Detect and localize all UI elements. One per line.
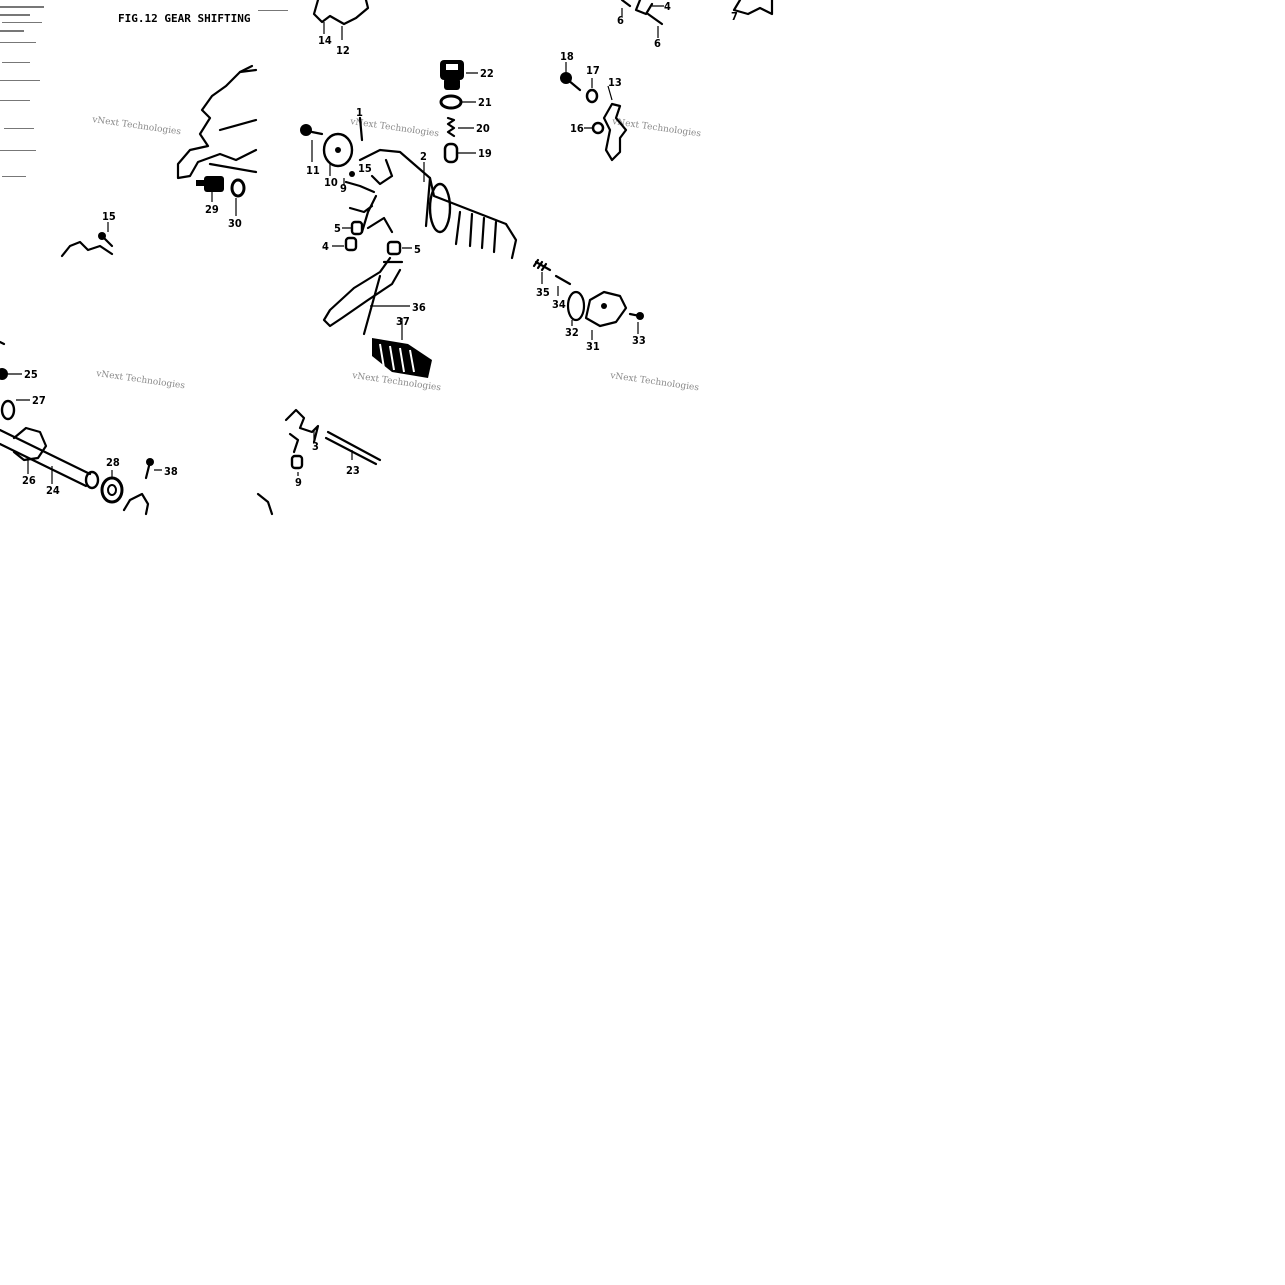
callout-5-right: 5 xyxy=(414,243,421,256)
leaders-3-23 xyxy=(297,430,353,476)
screw-11 xyxy=(300,124,324,136)
leaders-31-35 xyxy=(541,272,639,340)
callout-6-right: 6 xyxy=(654,37,661,50)
spring-20 xyxy=(446,116,456,138)
callout-7: 7 xyxy=(731,10,738,23)
callout-18: 18 xyxy=(560,50,574,63)
callout-14: 14 xyxy=(318,34,332,47)
callout-32: 32 xyxy=(565,326,579,339)
shift-cam-top-fragment xyxy=(312,0,370,40)
callout-13: 13 xyxy=(608,76,622,89)
callout-17: 17 xyxy=(586,64,600,77)
leaders-bottom-left xyxy=(8,373,162,484)
bolt-38 xyxy=(144,458,154,480)
shift-fork-26 xyxy=(12,426,48,462)
stopper-13 xyxy=(602,102,628,162)
callout-3: 3 xyxy=(312,440,319,453)
washer-27 xyxy=(0,399,16,421)
callout-29: 29 xyxy=(205,203,219,216)
callout-4: 4 xyxy=(322,240,329,253)
callout-20: 20 xyxy=(476,122,490,135)
callout-30: 30 xyxy=(228,217,242,230)
bolt-29 xyxy=(196,176,224,192)
leaders-13-18 xyxy=(565,62,613,129)
callout-15-right: 15 xyxy=(358,162,372,175)
callout-27: 27 xyxy=(32,394,46,407)
shift-arm-gear-37 xyxy=(372,338,432,378)
gasket-21 xyxy=(439,94,463,110)
callout-4-top: 4 xyxy=(664,0,671,13)
callout-22: 22 xyxy=(480,67,494,80)
callout-16: 16 xyxy=(570,122,584,135)
callout-31: 31 xyxy=(586,340,600,353)
callout-5-left: 5 xyxy=(334,222,341,235)
leaders-36-37 xyxy=(370,305,410,340)
oil-seal-28 xyxy=(100,476,124,504)
callout-1: 1 xyxy=(356,106,363,119)
pin-9-upper xyxy=(349,171,355,177)
callout-35: 35 xyxy=(536,286,550,299)
pin-9-lower xyxy=(290,454,304,470)
callout-33: 33 xyxy=(632,334,646,347)
roller-5-right xyxy=(386,240,402,256)
callout-9-lower: 9 xyxy=(295,476,302,489)
shift-arm-36 xyxy=(322,256,404,336)
washer-30 xyxy=(230,178,246,198)
spring-35 xyxy=(532,258,552,272)
callout-11: 11 xyxy=(306,164,320,177)
cam-plate-10 xyxy=(322,132,354,168)
pin-4 xyxy=(344,236,358,252)
leaders-19-22 xyxy=(458,72,478,154)
crankcase-bracket xyxy=(176,64,258,180)
callout-19: 19 xyxy=(478,147,492,160)
callout-26: 26 xyxy=(22,474,36,487)
leaders-cam-parts xyxy=(311,140,412,249)
pin-34 xyxy=(554,274,572,286)
watermark-4: vNext Technologies xyxy=(95,369,186,392)
callout-38: 38 xyxy=(164,465,178,478)
callout-10: 10 xyxy=(324,176,338,189)
part-fragment-left xyxy=(60,240,114,258)
cover-31 xyxy=(584,290,628,328)
callout-21: 21 xyxy=(478,96,492,109)
washer-17 xyxy=(585,88,599,104)
spring-16 xyxy=(591,121,605,135)
callout-9-upper: 9 xyxy=(340,182,347,195)
roller-5-upper xyxy=(350,220,364,236)
shaft-top-25 xyxy=(0,340,8,380)
callout-6-left: 6 xyxy=(617,14,624,27)
fragment-top-right xyxy=(620,0,774,38)
callout-24: 24 xyxy=(46,484,60,497)
callout-2: 2 xyxy=(420,150,427,163)
shift-fork-3 xyxy=(284,408,320,454)
callout-34: 34 xyxy=(552,298,566,311)
screw-15-left xyxy=(98,232,114,248)
plug-22 xyxy=(440,60,464,90)
callout-15-left: 15 xyxy=(102,210,116,223)
o-ring-32 xyxy=(566,290,586,322)
watermark-1: vNext Technologies xyxy=(91,115,182,138)
callout-labels: 1 2 3 4 4 5 5 6 6 7 9 9 10 11 12 13 14 1… xyxy=(22,0,738,497)
figure-title: FIG.12 GEAR SHIFTING xyxy=(118,12,251,25)
callout-25: 25 xyxy=(24,368,38,381)
gear-shift-cam-2 xyxy=(344,148,518,260)
callout-36: 36 xyxy=(412,301,426,314)
callout-28: 28 xyxy=(106,456,120,469)
pin-19 xyxy=(443,142,459,164)
bolt-18 xyxy=(560,72,582,92)
scan-noise xyxy=(0,6,288,177)
watermark-6: vNext Technologies xyxy=(609,371,700,394)
part-fragment-bottom xyxy=(122,492,274,516)
callout-12: 12 xyxy=(336,44,350,57)
screw-33 xyxy=(628,312,644,320)
callout-23: 23 xyxy=(346,464,360,477)
pin-1 xyxy=(358,116,364,142)
callout-37: 37 xyxy=(396,315,410,328)
fork-shaft-23 xyxy=(324,430,382,466)
